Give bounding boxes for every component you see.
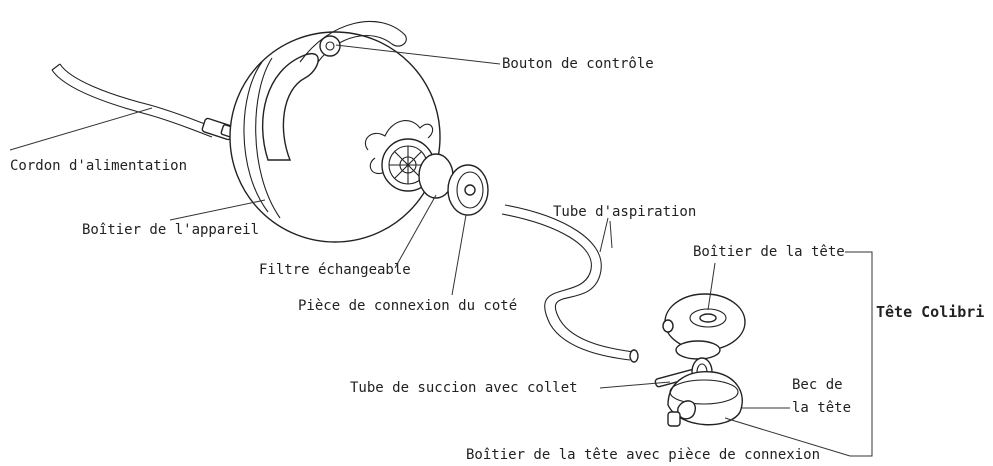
label-aspiration-tube: Tube d'aspiration [553,204,697,220]
label-control-button: Bouton de contrôle [502,56,654,72]
label-suction-tube: Tube de succion avec collet [350,380,578,396]
device-housing [229,21,441,243]
side-connector [447,164,489,216]
label-nozzle-line1: Bec de [792,377,843,393]
head-base [667,371,743,427]
label-power-cord: Cordon d'alimentation [10,158,188,174]
power-cord [51,63,236,141]
head-housing [662,293,746,360]
aspiration-tube [501,204,639,363]
label-colibri-head: Tête Colibri [876,303,985,321]
leader-lines [9,44,873,457]
label-nozzle-line2: la tête [792,400,852,416]
label-side-connector: Pièce de connexion du coté [298,298,518,314]
label-head-base: Boîtier de la tête avec pièce de connexi… [466,447,821,463]
label-filter: Filtre échangeable [259,262,411,278]
label-device-housing: Boîtier de l'appareil [82,222,260,238]
label-head-housing: Boîtier de la tête [693,244,845,260]
